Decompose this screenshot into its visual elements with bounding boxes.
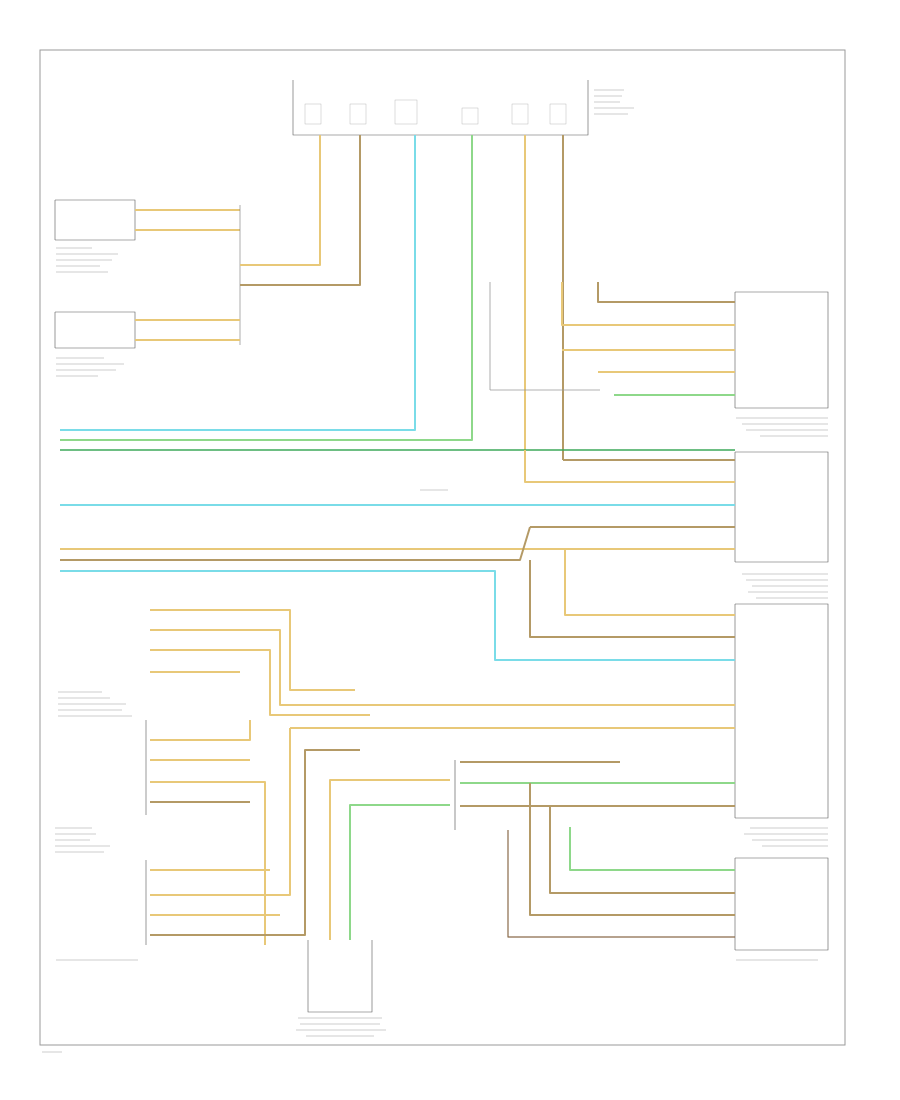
right-module-3 xyxy=(734,603,829,819)
center-bottom-module xyxy=(296,940,386,1037)
diagram-frame xyxy=(39,49,846,1046)
left-module-1 xyxy=(54,199,136,273)
right-module-2 xyxy=(734,451,829,599)
left-module-2 xyxy=(54,311,136,377)
wires xyxy=(60,135,735,945)
top-control-module xyxy=(292,80,634,136)
transmission-module xyxy=(55,691,147,961)
right-module-1 xyxy=(734,291,829,437)
steering-angle-sensor-module xyxy=(734,827,829,961)
